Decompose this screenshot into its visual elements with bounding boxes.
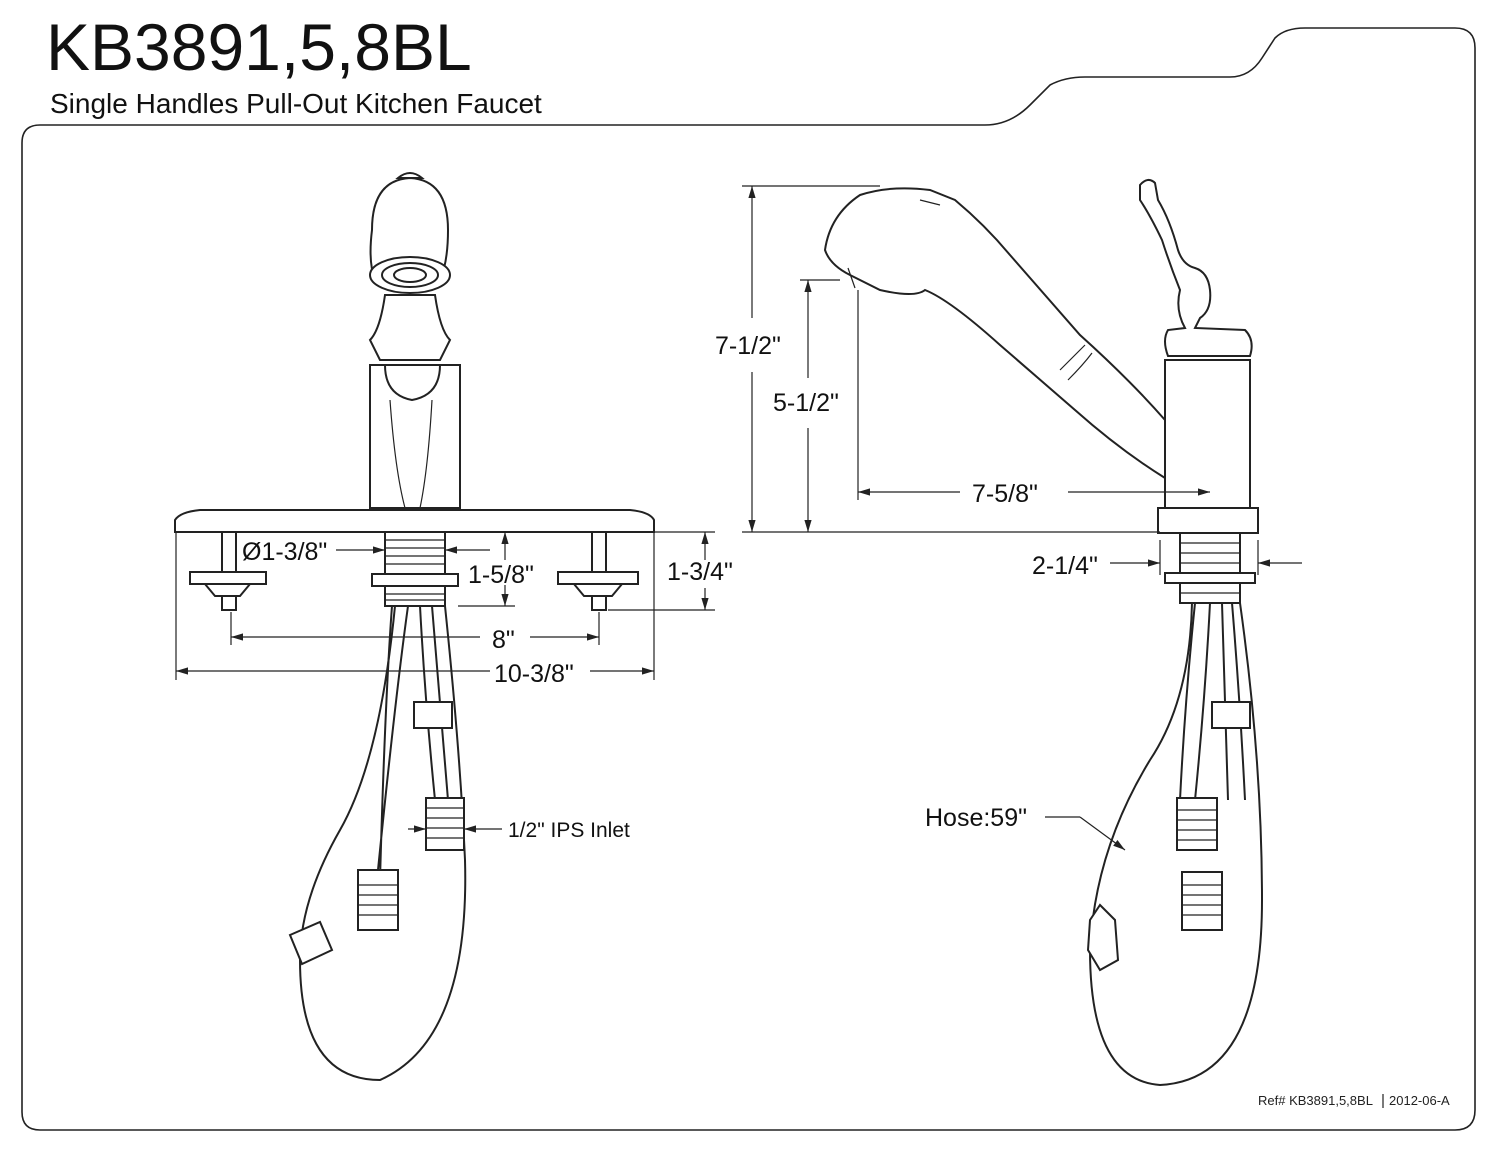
left-mounting-post — [221, 531, 237, 573]
footer-revision: 2012-06-A — [1389, 1093, 1450, 1108]
model-title: KB3891,5,8BL — [46, 10, 472, 84]
side-body — [1164, 359, 1251, 509]
dim-total-height: 7-1/2" — [715, 332, 781, 360]
dim-ips-inlet: 1/2" IPS Inlet — [508, 819, 630, 842]
product-subtitle: Single Handles Pull-Out Kitchen Faucet — [50, 88, 542, 119]
drawing-frame — [21, 27, 1476, 1131]
pull-out-spout — [823, 187, 1166, 480]
hose-weight — [288, 920, 334, 966]
dim-base-diameter: 2-1/4" — [1032, 552, 1098, 580]
deck-plate — [174, 509, 655, 533]
center-shank — [384, 531, 446, 575]
dim-spout-height: 5-1/2" — [773, 389, 839, 417]
ips-inlet-fitting — [425, 797, 465, 851]
footer-ref: Ref# KB3891,5,8BL — [1258, 1093, 1373, 1108]
dim-center-spread: 8" — [492, 626, 515, 654]
side-hose-weight — [1086, 903, 1120, 972]
dim-post-height: 1-3/4" — [667, 558, 733, 586]
dim-shank-length: 1-5/8" — [468, 561, 534, 589]
front-dimension-lines — [175, 531, 715, 833]
dim-hose-length: Hose:59" — [925, 804, 1027, 832]
lever-handle — [1139, 179, 1253, 357]
side-dimension-lines — [742, 185, 1302, 851]
front-view-faucet — [174, 172, 655, 1082]
side-view-faucet — [823, 179, 1264, 1087]
right-mounting-post — [591, 531, 607, 573]
dim-spout-reach: 7-5/8" — [972, 480, 1038, 508]
dim-plate-width: 10-3/8" — [494, 660, 574, 688]
dim-diameter: Ø1-3/8" — [242, 538, 327, 566]
